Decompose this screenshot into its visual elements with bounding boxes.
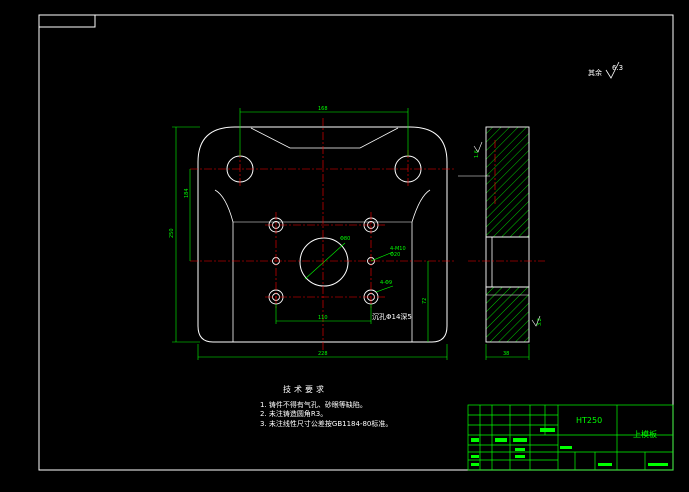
tb-part-name: 上模板 <box>633 429 657 439</box>
roughness-check-icon <box>605 61 620 79</box>
outer-border <box>38 14 674 471</box>
title-block <box>467 404 674 471</box>
roughness-symbol-general: 其余 6.3 <box>588 61 623 79</box>
tb-label-block-6 <box>515 448 525 451</box>
section-dim-width: 38 <box>503 351 509 357</box>
technical-requirements: 技术要求 1. 铸件不得有气孔、砂眼等缺陷。 2. 未注铸造圆角R3。 3. 未… <box>260 384 392 428</box>
tb-label-block-7 <box>515 455 525 458</box>
tech-req-item-2: 2. 未注铸造圆角R3。 <box>260 409 327 418</box>
plan-dimensions <box>172 108 448 360</box>
section-lower-hatch <box>485 286 530 343</box>
counterbore-callout: 4-Φ9 <box>380 280 392 286</box>
tb-label-block-8 <box>598 463 612 466</box>
tb-label-block-11 <box>540 428 555 432</box>
section-upper-hatch <box>485 126 530 238</box>
dim-left-inner-value: 184 <box>184 188 190 198</box>
counterbore-leader <box>375 285 394 293</box>
plan-view: Φ80 <box>169 106 455 360</box>
title-block-frame <box>467 404 674 471</box>
tb-label-block-1 <box>471 438 479 442</box>
section-view: 1.6 3.2 38 <box>458 126 545 360</box>
dim-left-outer-value: 250 <box>169 228 175 238</box>
tb-label-block-3 <box>513 438 527 442</box>
tech-req-title: 技术要求 <box>283 384 327 394</box>
drawing-frame <box>38 14 674 471</box>
section-roughness-top: 1.6 <box>474 150 480 158</box>
tech-req-item-1: 1. 铸件不得有气孔、砂眼等缺陷。 <box>260 400 367 409</box>
plate-top-recess <box>250 127 399 149</box>
dim-bottom-value: 228 <box>318 351 328 357</box>
center-hole <box>299 237 349 287</box>
tb-label-block-5 <box>471 463 479 466</box>
counterbore-note: 沉孔Φ14深5 <box>372 312 412 321</box>
tb-label-block-2 <box>495 438 507 442</box>
center-hole-diameter: Φ80 <box>340 236 350 242</box>
plate-outline <box>197 126 448 343</box>
tb-material: HT250 <box>576 416 602 425</box>
section-roughness-bottom: 3.2 <box>537 318 543 326</box>
thread-leader <box>370 251 394 262</box>
thread-callout-1: 4-M10 <box>390 246 406 252</box>
tech-req-item-3: 3. 未注线性尺寸公差按GB1184-80标准。 <box>260 419 392 428</box>
center-hole-leader <box>304 242 346 280</box>
dim-inner-bottom-value: 110 <box>318 315 328 321</box>
thread-callout-2: Φ20 <box>390 252 400 258</box>
tb-label-block-10 <box>648 463 668 466</box>
roughness-general-label: 其余 <box>588 68 602 77</box>
plate-inner-step <box>214 189 431 342</box>
tb-label-block-4 <box>471 455 479 458</box>
roughness-icon-bottom <box>531 315 541 327</box>
roughness-general-value: 6.3 <box>612 64 623 72</box>
section-hole-gap <box>485 236 530 288</box>
dim-top-value: 168 <box>318 106 328 112</box>
roughness-icon-top <box>473 141 483 153</box>
tb-label-block-9 <box>560 446 572 449</box>
dim-right-value: 72 <box>422 298 428 304</box>
corner-tag-box <box>38 14 96 28</box>
